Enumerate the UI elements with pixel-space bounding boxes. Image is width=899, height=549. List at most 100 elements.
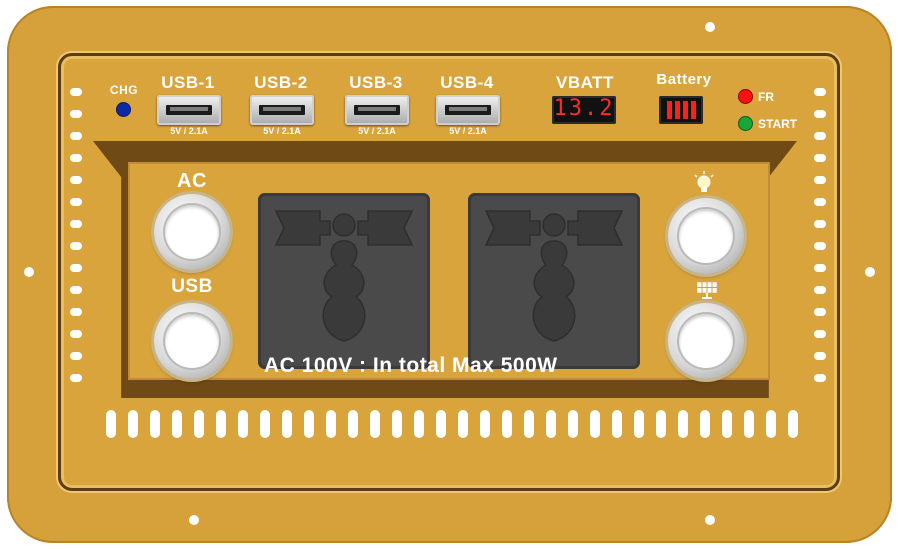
ac-power-button[interactable] xyxy=(154,194,230,270)
vent-slot xyxy=(370,410,380,438)
vent-slot xyxy=(70,374,82,382)
fr-led xyxy=(739,90,752,103)
battery-bar xyxy=(690,101,696,119)
vent-slot xyxy=(656,410,666,438)
vent-slot xyxy=(70,110,82,118)
vent-slot xyxy=(70,308,82,316)
vent-slot xyxy=(172,410,182,438)
mounting-hole xyxy=(24,267,34,277)
vent-slot xyxy=(590,410,600,438)
usb-power-button[interactable] xyxy=(154,303,230,379)
vent-slot xyxy=(70,132,82,140)
vent-slot xyxy=(744,410,754,438)
vent-slot xyxy=(546,410,556,438)
vent-slot xyxy=(814,352,826,360)
vent-slot xyxy=(814,286,826,294)
usb-3-port[interactable] xyxy=(345,95,409,125)
battery-bars xyxy=(659,96,703,124)
solar-panel-icon xyxy=(696,281,718,299)
vent-slot xyxy=(70,330,82,338)
vent-slot xyxy=(814,330,826,338)
light-button[interactable] xyxy=(668,198,744,274)
vent-slot xyxy=(70,352,82,360)
vent-slot xyxy=(502,410,512,438)
vbatt-value: 13.2 xyxy=(553,96,615,121)
usb-1-port[interactable] xyxy=(157,95,221,125)
vent-slot xyxy=(814,264,826,272)
battery-level-display xyxy=(659,96,703,124)
usb-2-rating: 5V / 2.1A xyxy=(263,126,301,136)
chg-label: CHG xyxy=(109,83,139,97)
vent-slot xyxy=(634,410,644,438)
vent-slot xyxy=(70,242,82,250)
usb-1-label: USB-1 xyxy=(161,73,215,92)
vent-slot xyxy=(70,176,82,184)
vent-slot xyxy=(70,286,82,294)
usb-2-port[interactable] xyxy=(250,95,314,125)
outlet-face xyxy=(128,162,770,380)
vent-slot xyxy=(194,410,204,438)
vent-slot xyxy=(814,374,826,382)
usb-1-rating: 5V / 2.1A xyxy=(170,126,208,136)
usb-2-label: USB-2 xyxy=(254,73,308,92)
start-led xyxy=(739,117,752,130)
usb-button-label: USB xyxy=(171,276,213,297)
vent-slot xyxy=(458,410,468,438)
usb-4-rating: 5V / 2.1A xyxy=(449,126,487,136)
vent-slot xyxy=(414,410,424,438)
usb-4-port[interactable] xyxy=(436,95,500,125)
battery-bar xyxy=(666,101,672,119)
vent-slot xyxy=(814,176,826,184)
vent-slot xyxy=(814,154,826,162)
vent-slot xyxy=(70,88,82,96)
vent-slot xyxy=(568,410,578,438)
mounting-hole xyxy=(705,22,715,32)
vent-slot xyxy=(150,410,160,438)
vent-slot xyxy=(304,410,314,438)
vent-slot xyxy=(814,220,826,228)
vent-slot xyxy=(260,410,270,438)
usb-3-rating: 5V / 2.1A xyxy=(358,126,396,136)
vent-slot xyxy=(70,220,82,228)
vent-slot xyxy=(70,198,82,206)
vent-slot xyxy=(70,264,82,272)
universal-socket-icon xyxy=(484,210,624,342)
vent-slot xyxy=(814,88,826,96)
vent-slot xyxy=(238,410,248,438)
vent-slot xyxy=(766,410,776,438)
vent-slot xyxy=(814,308,826,316)
bulb-icon xyxy=(694,171,714,192)
vent-slot xyxy=(348,410,358,438)
vent-slot xyxy=(392,410,402,438)
universal-socket-icon xyxy=(274,210,414,342)
vent-slot xyxy=(612,410,622,438)
usb-3-label: USB-3 xyxy=(349,73,403,92)
ac-rating-banner: AC 100V : In total Max 500W xyxy=(264,354,558,377)
vbatt-label: VBATT xyxy=(556,73,614,92)
start-label: START xyxy=(758,117,798,131)
vent-slot xyxy=(106,410,116,438)
vent-slot xyxy=(814,132,826,140)
chg-indicator-led xyxy=(117,103,130,116)
ac-outlet-1[interactable] xyxy=(258,193,430,369)
battery-label: Battery xyxy=(656,71,712,88)
battery-bar xyxy=(682,101,688,119)
solar-button[interactable] xyxy=(668,303,744,379)
vent-slot xyxy=(788,410,798,438)
ac-button-label: AC xyxy=(177,170,207,192)
vent-slot xyxy=(814,198,826,206)
vent-slot xyxy=(700,410,710,438)
vent-slot xyxy=(480,410,490,438)
vent-slot xyxy=(282,410,292,438)
battery-bar xyxy=(674,101,680,119)
vent-slot xyxy=(128,410,138,438)
vent-slot xyxy=(436,410,446,438)
vent-slot xyxy=(326,410,336,438)
ac-outlet-2[interactable] xyxy=(468,193,640,369)
mounting-hole xyxy=(705,515,715,525)
usb-4-label: USB-4 xyxy=(440,73,494,92)
vent-slot xyxy=(814,110,826,118)
vent-slot xyxy=(678,410,688,438)
mounting-hole xyxy=(189,515,199,525)
